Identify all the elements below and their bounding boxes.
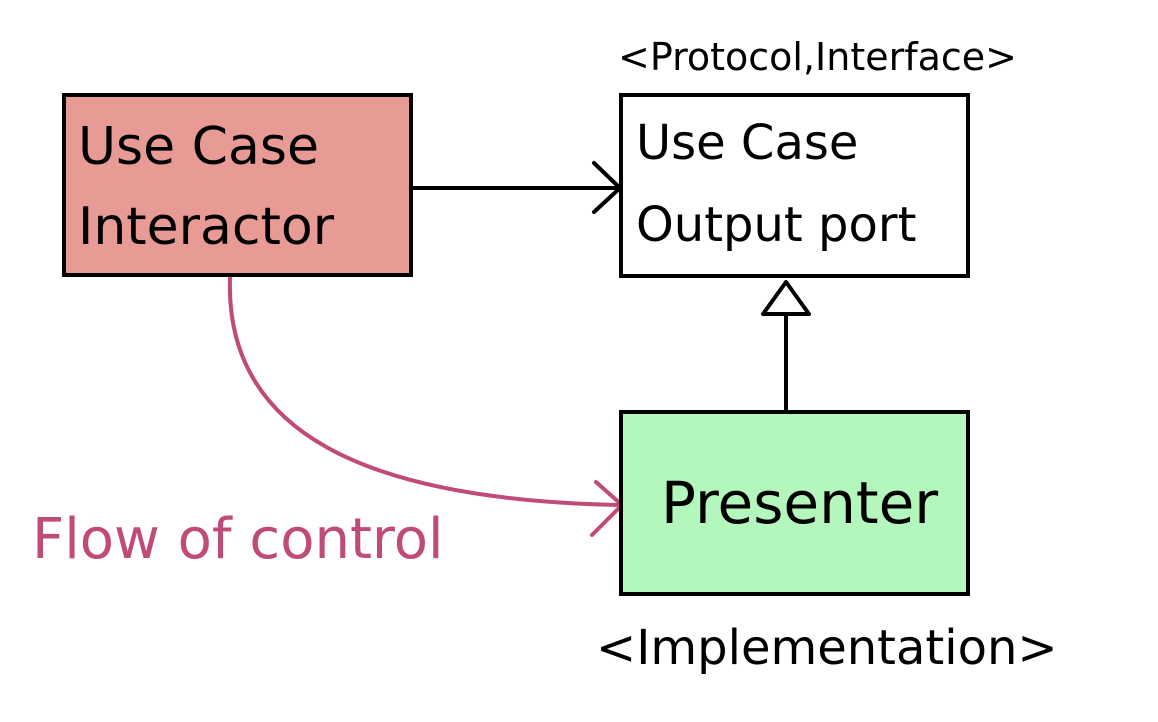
flow-of-control-curve bbox=[227, 276, 622, 507]
output-port-label-line1: Use Case bbox=[636, 115, 859, 171]
output-port-stereotype: <Protocol,Interface> bbox=[618, 35, 1018, 79]
realization-triangle bbox=[761, 280, 811, 316]
interactor-label-line1: Use Case bbox=[78, 117, 319, 177]
presenter-stereotype: <Implementation> bbox=[596, 620, 1058, 676]
output-port-label-line2: Output port bbox=[636, 197, 917, 253]
presenter-label: Presenter bbox=[661, 469, 939, 537]
interactor-box: Use Case Interactor bbox=[62, 93, 413, 277]
flow-of-control-label: Flow of control bbox=[32, 507, 444, 572]
interactor-label-line2: Interactor bbox=[78, 197, 335, 257]
flow-of-control-arrowhead bbox=[590, 480, 624, 537]
output-port-box: Use Case Output port bbox=[619, 93, 970, 278]
presenter-box: Presenter bbox=[619, 410, 970, 596]
